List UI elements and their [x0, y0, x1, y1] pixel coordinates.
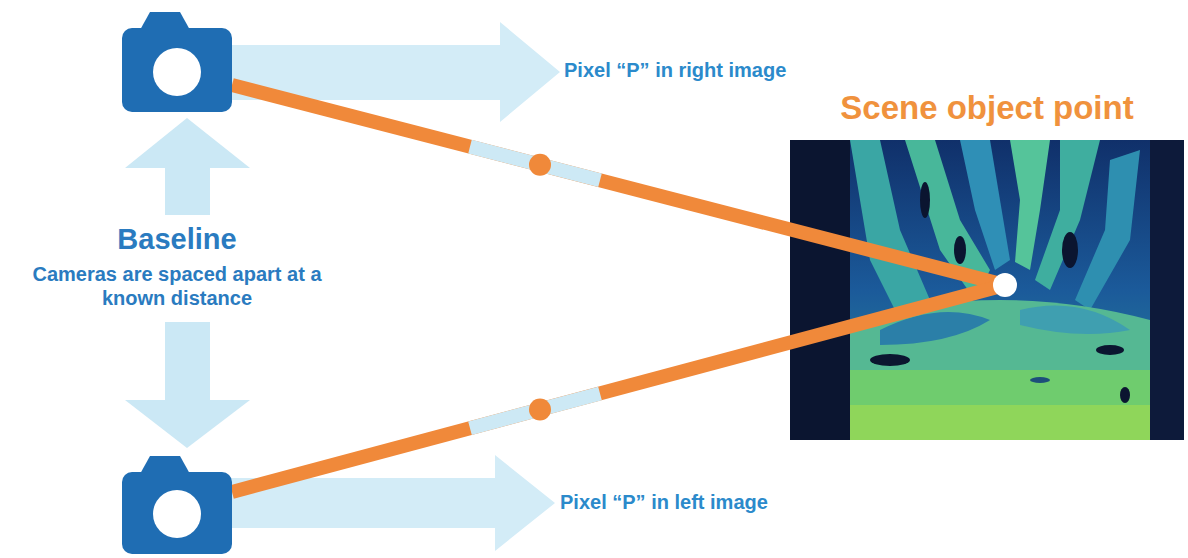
scene-title: Scene object point: [838, 88, 1135, 128]
baseline-note: Cameras are spaced apart at a known dist…: [5, 262, 349, 310]
camera-icon: [122, 12, 232, 112]
pixel-label: Pixel “P” in right image: [562, 58, 788, 82]
image-plane-segment: [470, 393, 600, 428]
baseline-title: Baseline: [115, 222, 238, 257]
pixel-label: Pixel “P” in left image: [558, 490, 770, 514]
object-point: [993, 273, 1017, 297]
image-plane-segment: [470, 147, 600, 181]
baseline-arrow: [125, 118, 250, 215]
pixel-dot: [529, 154, 551, 176]
baseline-arrow: [125, 322, 250, 448]
camera-icon: [122, 456, 232, 554]
sight-line: [232, 285, 1005, 492]
pixel-dot: [529, 399, 551, 421]
